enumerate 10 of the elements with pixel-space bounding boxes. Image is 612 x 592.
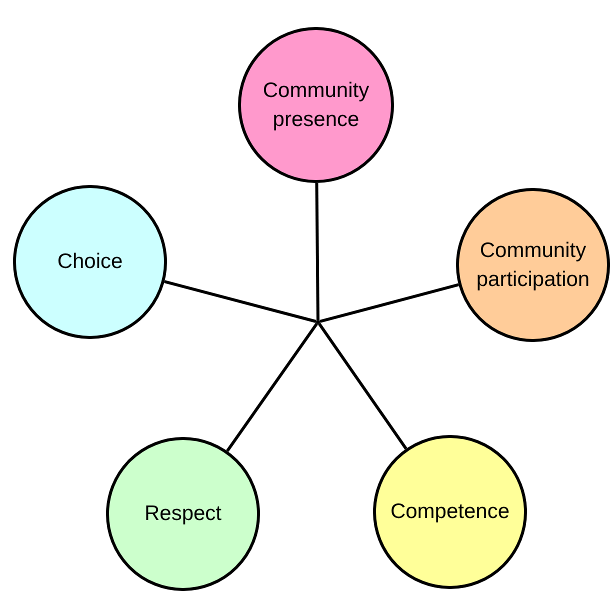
connector-line bbox=[226, 322, 318, 452]
connector-line bbox=[315, 182, 320, 320]
node-label: Competence bbox=[390, 499, 510, 526]
node-label: Community presence bbox=[262, 78, 370, 133]
connector-line bbox=[320, 283, 459, 323]
connector-line bbox=[164, 280, 316, 323]
node-label: Choice bbox=[57, 249, 123, 276]
node-label: Respect bbox=[144, 501, 222, 528]
junction-point bbox=[316, 320, 320, 324]
node-label: Community participation bbox=[475, 238, 591, 293]
